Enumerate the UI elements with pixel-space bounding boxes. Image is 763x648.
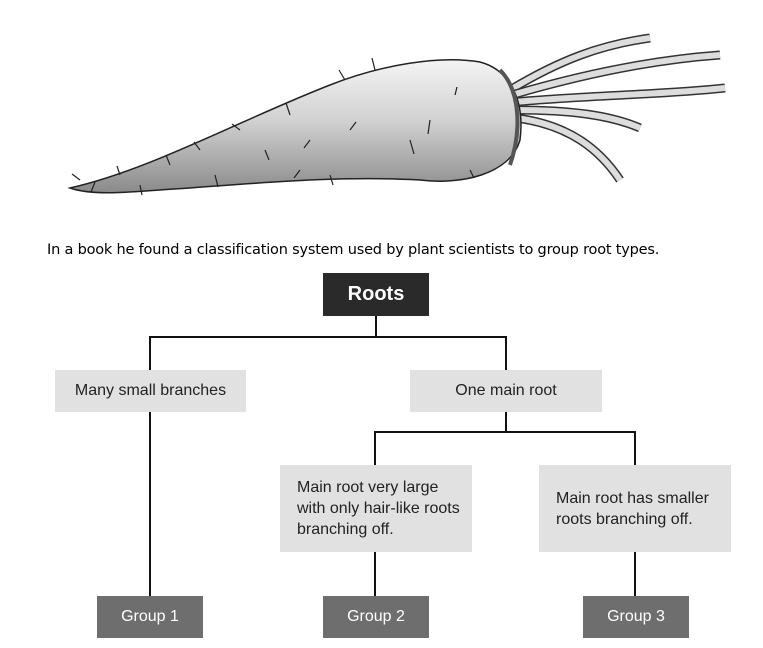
one-main-root-node: One main root bbox=[410, 370, 602, 412]
connector-line bbox=[375, 316, 377, 337]
caption-text: In a book he found a classification syst… bbox=[47, 242, 660, 258]
group-2-node: Group 2 bbox=[323, 596, 429, 638]
group-3-node: Group 3 bbox=[583, 596, 689, 638]
connector-line bbox=[149, 412, 151, 596]
connector-line bbox=[634, 552, 636, 596]
connector-line bbox=[374, 431, 636, 433]
connector-line bbox=[634, 431, 636, 465]
connector-line bbox=[149, 336, 151, 370]
connector-line bbox=[374, 431, 376, 465]
roots-node: Roots bbox=[323, 273, 429, 316]
connector-line bbox=[374, 552, 376, 596]
carrot-illustration bbox=[67, 33, 726, 196]
main-root-very-large-node: Main root very large with only hair-like… bbox=[280, 465, 472, 552]
group-1-node: Group 1 bbox=[97, 596, 203, 638]
connector-line bbox=[505, 412, 507, 432]
main-root-smaller-roots-node: Main root has smaller roots branching of… bbox=[539, 465, 731, 552]
connector-line bbox=[149, 336, 507, 338]
many-small-branches-node: Many small branches bbox=[55, 370, 246, 412]
connector-line bbox=[505, 336, 507, 370]
